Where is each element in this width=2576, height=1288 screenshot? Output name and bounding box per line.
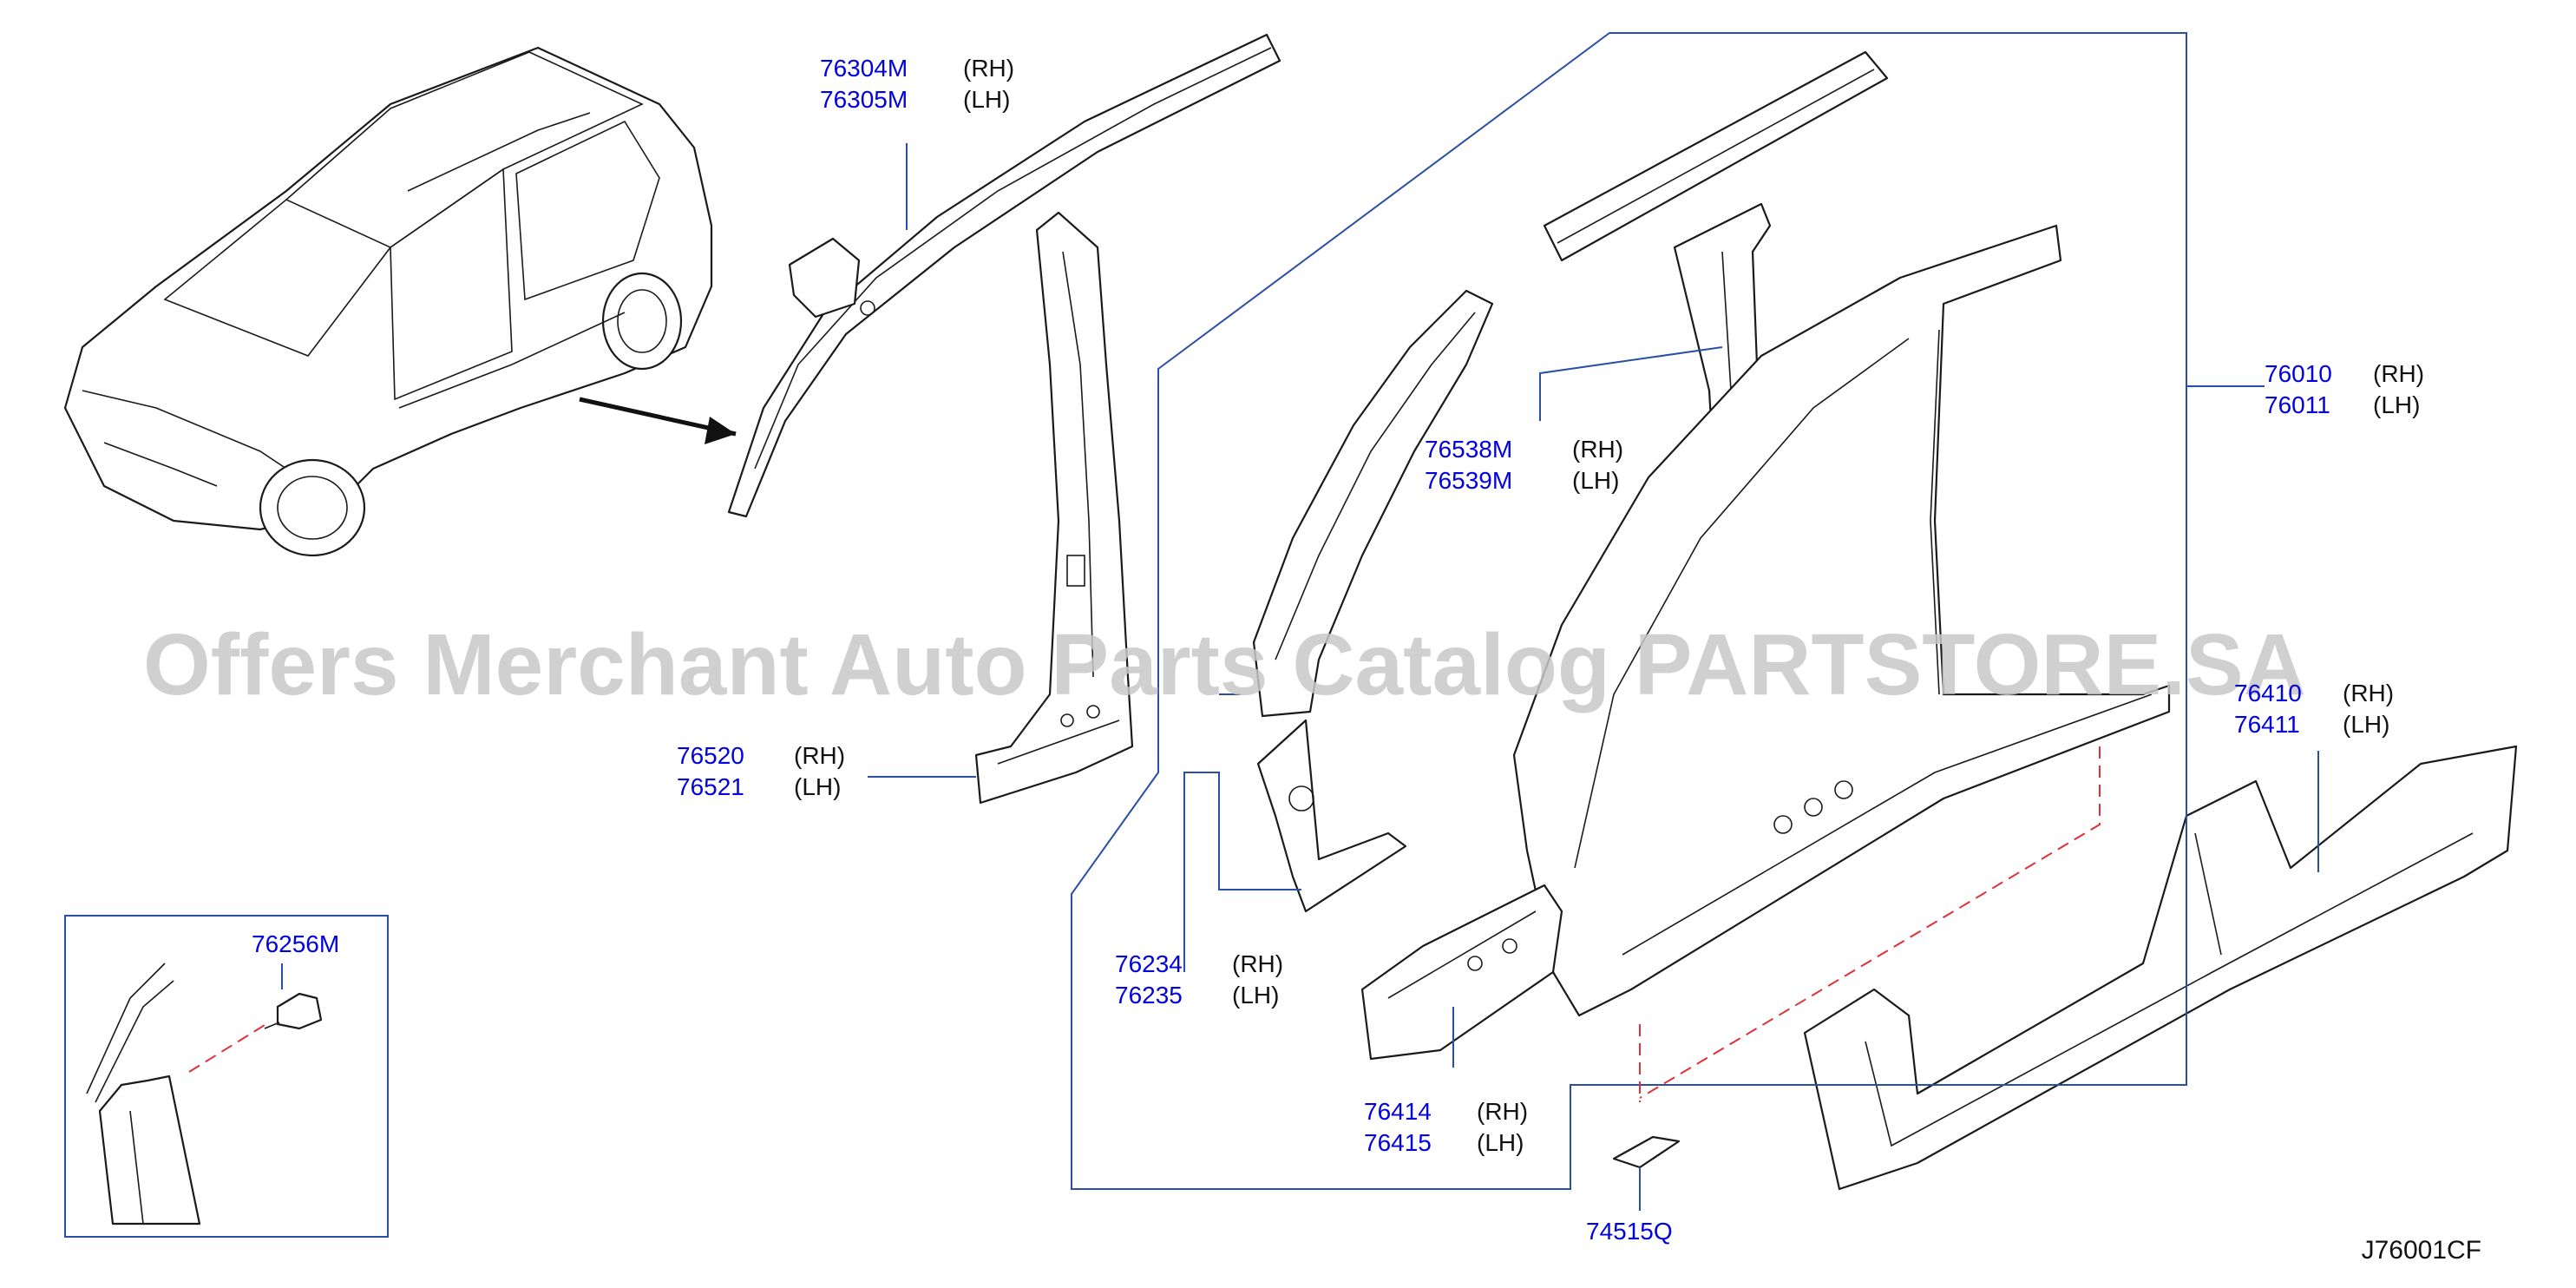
side-label-lh: (LH) [2343,711,2389,738]
leader-lines [281,32,2319,1211]
side-label-rh: (RH) [2373,360,2424,387]
vehicle-overview [63,46,737,557]
side-label-lh: (LH) [2373,391,2420,418]
part-number-lh[interactable]: 76539M [1425,467,1512,494]
part-number-rh[interactable]: 76410 [2234,680,2302,706]
front-pillar-part [974,211,1134,805]
side-label-rh: (RH) [963,55,1014,82]
side-label-lh: (LH) [1572,467,1619,494]
clip-detail-inset [64,915,389,1238]
pillar-lower-part [1252,289,1494,913]
part-number-lh[interactable]: 76521 [677,773,744,800]
part-number-lh[interactable]: 76411 [2234,711,2300,738]
callout-pillar-front: 76520 (RH) 76521 (LH) [677,742,845,800]
side-label-rh: (RH) [2343,680,2394,706]
sill-reinforcement-part [1360,884,1563,1061]
part-number-rh[interactable]: 76538M [1425,436,1512,463]
side-label-rh: (RH) [1232,950,1283,977]
side-label-lh: (LH) [794,773,841,800]
callout-side-body: 76010 (RH) 76011 (LH) [2265,360,2424,418]
callout-pillar-lower: 76234 (RH) 76235 (LH) [1115,950,1283,1009]
callout-sill-reinf: 76414 (RH) 76415 (LH) [1364,1098,1528,1156]
callout-plug: 74515Q [1586,1218,1673,1245]
assembly-hidden-lines [1639,746,2101,1102]
diagram-code: J76001CF [2362,1236,2481,1265]
side-label-lh: (LH) [1477,1129,1524,1156]
part-number-rh[interactable]: 76304M [820,55,908,82]
part-number-rh[interactable]: 76520 [677,742,744,769]
sill-outer-part [1803,745,2518,1191]
part-number-lh[interactable]: 76305M [820,86,908,113]
side-label-rh: (RH) [1572,436,1623,463]
part-number-lh[interactable]: 76011 [2265,391,2330,418]
watermark-text: Offers Merchant Auto Parts Catalog PARTS… [143,616,2306,713]
plug-part [1612,1135,1681,1169]
side-label-lh: (LH) [963,86,1010,113]
part-number-lh[interactable]: 76235 [1115,982,1183,1009]
callout-roof-rail: 76304M (RH) 76305M (LH) [820,55,1014,113]
side-body-part [1512,224,2171,1017]
part-number-rh[interactable]: 76010 [2265,360,2332,387]
part-number-rh[interactable]: 76234 [1115,950,1183,977]
part-number[interactable]: 76256M [252,930,339,957]
callout-sill-outer: 76410 (RH) 76411 (LH) [2234,680,2394,738]
callout-clip: 76256M [252,930,339,957]
part-number-lh[interactable]: 76415 [1364,1129,1432,1156]
callout-center-pillar: 76538M (RH) 76539M (LH) [1425,436,1623,494]
part-number-rh[interactable]: 76414 [1364,1098,1432,1125]
roof-rail-part [727,33,1281,518]
side-label-rh: (RH) [794,742,845,769]
side-label-lh: (LH) [1232,982,1279,1009]
side-label-rh: (RH) [1477,1098,1528,1125]
part-number[interactable]: 74515Q [1586,1218,1673,1245]
